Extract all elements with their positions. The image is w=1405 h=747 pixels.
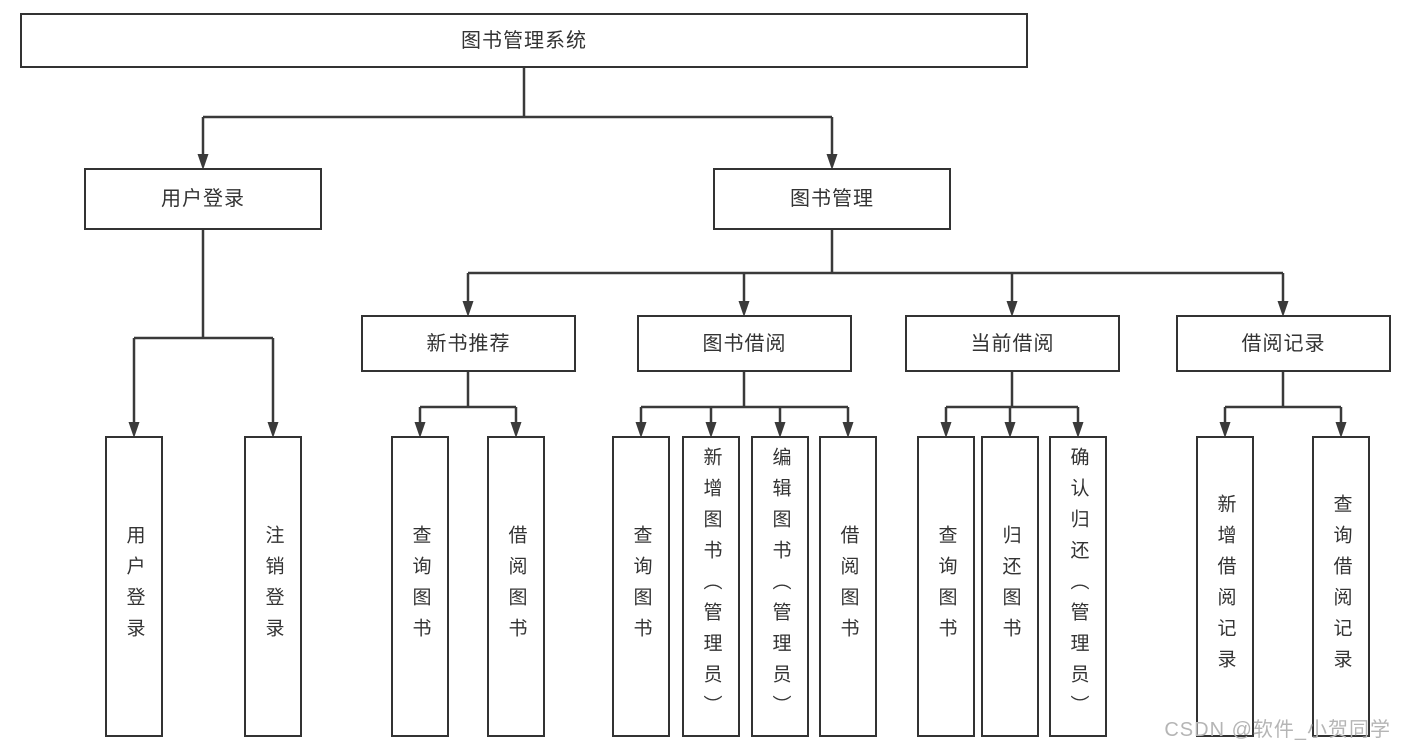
- node-label: 借阅记录: [1241, 332, 1326, 355]
- arrowhead: [738, 301, 750, 317]
- arrowhead: [462, 301, 474, 317]
- connector-book-mgmt-children: [466, 230, 1285, 307]
- arrowhead: [774, 422, 786, 438]
- arrowhead: [940, 422, 952, 438]
- arrowhead: [267, 422, 279, 438]
- connector-user-login-children: [132, 230, 275, 428]
- node-label: 注销登录: [262, 524, 284, 649]
- node-leaf-add-book-admin: 新增图书（管理员）: [682, 436, 740, 737]
- node-leaf-confirm-return-admin: 确认归还（管理员）: [1049, 436, 1107, 737]
- connector-current-borrow-children: [944, 372, 1080, 428]
- connector-new-book-children: [418, 372, 518, 428]
- arrowhead: [414, 422, 426, 438]
- node-label: 图书管理: [790, 188, 874, 210]
- node-system-root: 图书管理系统: [20, 13, 1028, 68]
- node-label: 用户登录: [123, 524, 145, 649]
- node-label: 图书管理系统: [461, 29, 587, 52]
- node-label: 新增借阅记录: [1214, 493, 1236, 680]
- arrowhead: [705, 422, 717, 438]
- arrowhead: [1072, 422, 1084, 438]
- arrowhead: [826, 154, 838, 170]
- node-label: 归还图书: [999, 524, 1021, 649]
- node-label: 确认归还（管理员）: [1067, 447, 1089, 726]
- node-book-management: 图书管理: [713, 168, 951, 230]
- node-leaf-query-borrow-record: 查询借阅记录: [1312, 436, 1370, 737]
- node-label: 借阅图书: [837, 524, 859, 649]
- arrowhead: [842, 422, 854, 438]
- arrowhead: [128, 422, 140, 438]
- node-leaf-borrow-books: 借阅图书: [487, 436, 545, 737]
- node-label: 编辑图书（管理员）: [769, 447, 791, 726]
- node-label: 查询图书: [630, 524, 652, 649]
- node-new-book-recommend: 新书推荐: [361, 315, 576, 372]
- arrowhead: [1335, 422, 1347, 438]
- arrowhead: [1004, 422, 1016, 438]
- node-leaf-logout: 注销登录: [244, 436, 302, 737]
- watermark: CSDN @软件_小贺同学: [1164, 719, 1391, 741]
- node-current-borrow: 当前借阅: [905, 315, 1120, 372]
- arrowhead: [1277, 301, 1289, 317]
- arrowhead: [635, 422, 647, 438]
- arrowhead: [197, 154, 209, 170]
- arrowhead: [1219, 422, 1231, 438]
- node-label: 当前借阅: [970, 332, 1055, 355]
- node-label: 查询图书: [409, 524, 431, 649]
- node-label: 用户登录: [161, 188, 245, 210]
- node-leaf-add-borrow-record: 新增借阅记录: [1196, 436, 1254, 737]
- node-label: 查询图书: [935, 524, 957, 649]
- node-leaf-borrow-books: 借阅图书: [819, 436, 877, 737]
- node-leaf-user-login: 用户登录: [105, 436, 163, 737]
- connector-borrow-records-children: [1223, 372, 1343, 428]
- node-user-login: 用户登录: [84, 168, 322, 230]
- arrowhead: [510, 422, 522, 438]
- node-label: 图书借阅: [702, 332, 787, 355]
- node-book-borrow: 图书借阅: [637, 315, 852, 372]
- connector-root-to-level2: [201, 68, 834, 160]
- node-label: 新书推荐: [426, 332, 511, 355]
- node-label: 查询借阅记录: [1330, 493, 1352, 680]
- node-label: 新增图书（管理员）: [700, 447, 722, 726]
- node-leaf-return-book: 归还图书: [981, 436, 1039, 737]
- node-leaf-query-books: 查询图书: [391, 436, 449, 737]
- arrowhead: [1006, 301, 1018, 317]
- node-leaf-edit-book-admin: 编辑图书（管理员）: [751, 436, 809, 737]
- node-borrow-records: 借阅记录: [1176, 315, 1391, 372]
- node-label: 借阅图书: [505, 524, 527, 649]
- connector-book-borrow-children: [639, 372, 850, 428]
- node-leaf-query-books: 查询图书: [917, 436, 975, 737]
- node-leaf-query-books: 查询图书: [612, 436, 670, 737]
